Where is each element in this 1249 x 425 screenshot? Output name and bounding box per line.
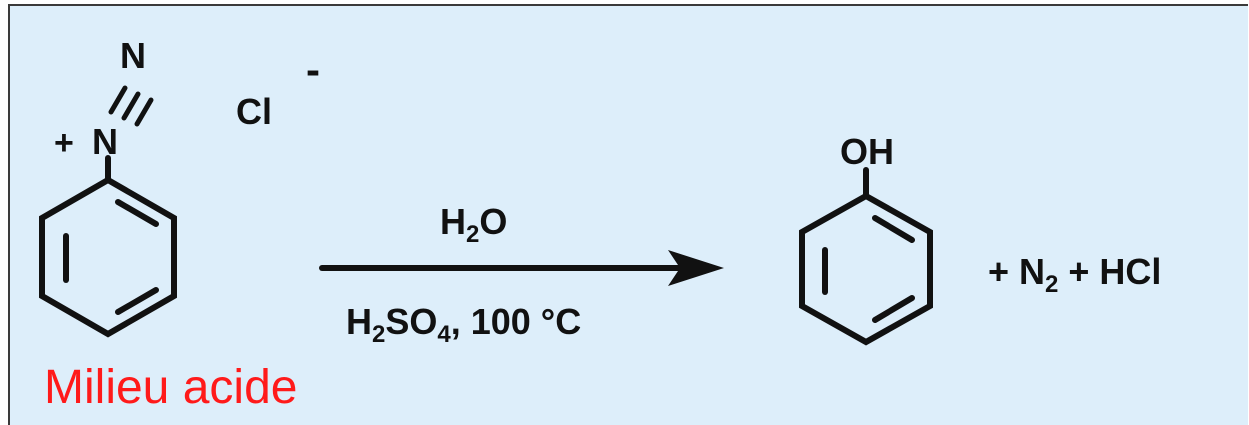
cation-charge: + xyxy=(54,124,74,162)
reactant-ring-double-bond-3 xyxy=(115,287,159,315)
benzenediazonium-structure: N N + Cl - xyxy=(39,35,320,338)
byproducts: + N2 + HCl xyxy=(988,251,1161,298)
reactant-ring-double-bond-2 xyxy=(115,199,159,227)
medium-note: Milieu acide xyxy=(44,361,298,414)
hydroxyl-group: OH xyxy=(840,131,894,172)
reactant-benzene-ring xyxy=(39,176,177,338)
product-ring-double-bond-2 xyxy=(872,215,915,243)
atom-n-outer: N xyxy=(120,35,146,76)
reaction-arrow-group: H2O H2SO4, 100 °C xyxy=(319,201,724,348)
triple-bond-line-1 xyxy=(108,85,128,115)
triple-bond-line-2 xyxy=(121,91,141,121)
counter-ion-cl: Cl xyxy=(236,91,272,132)
triple-bond-line-3 xyxy=(134,97,154,127)
product-benzene-ring xyxy=(799,192,933,346)
diagram-frame xyxy=(8,4,1248,425)
atom-n-inner: N xyxy=(92,121,118,162)
reagent-below: H2SO4, 100 °C xyxy=(346,301,581,348)
phenol-structure: OH xyxy=(799,131,933,346)
counter-ion-charge: - xyxy=(306,46,320,93)
reagent-above: H2O xyxy=(440,201,507,248)
reaction-arrow-head xyxy=(668,250,724,286)
product-ring-double-bond-3 xyxy=(872,295,915,323)
